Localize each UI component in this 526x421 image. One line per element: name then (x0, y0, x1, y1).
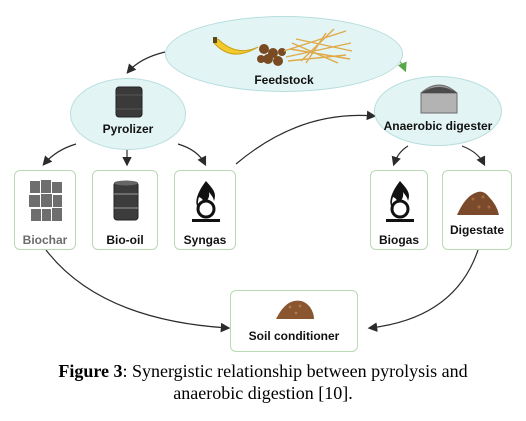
bio-oil-card: Bio-oil (92, 170, 158, 250)
caption-figure-label: Figure 3 (58, 361, 123, 381)
soil-pile-icon (457, 191, 499, 215)
arrow-digestate-to-soil-conditioner (367, 249, 479, 332)
flame-hazard-icon (192, 181, 220, 222)
feedstock-node: Feedstock (165, 16, 403, 92)
pyrolizer-node: Pyrolizer (70, 78, 186, 150)
bio-oil-label: Bio-oil (106, 233, 144, 247)
biochar-label: Biochar (22, 233, 68, 247)
figure-caption: Figure 3: Synergistic relationship betwe… (0, 360, 526, 404)
biogas-card: Biogas (370, 170, 428, 250)
arrow-biochar-to-soil-conditioner (45, 249, 231, 333)
soil-pile-icon (276, 300, 314, 319)
feedstock-label: Feedstock (254, 73, 314, 87)
syngas-card: Syngas (174, 170, 236, 250)
digestate-card: Digestate (442, 170, 512, 250)
oil-barrel-icon (113, 180, 139, 221)
soil-conditioner-label: Soil conditioner (248, 329, 340, 343)
caption-line-1: Figure 3: Synergistic relationship betwe… (0, 360, 526, 382)
arrow-syngas-to-digester (235, 110, 377, 165)
pyrolizer-icon (115, 86, 143, 118)
anaerobic-digester-label: Anaerobic digester (383, 119, 493, 133)
caption-line-2: anaerobic digestion [10]. (173, 383, 353, 403)
pyrolizer-label: Pyrolizer (102, 122, 154, 136)
caption-text: : Synergistic relationship between pyrol… (122, 361, 468, 381)
biochar-icon (29, 180, 62, 221)
arrow-pyrolizer-to-biochar (42, 143, 77, 166)
feedstock-icon (213, 28, 353, 66)
arrow-pyrolizer-to-syngas (177, 143, 207, 167)
biogas-label: Biogas (378, 233, 419, 247)
digestate-label: Digestate (449, 223, 505, 237)
anaerobic-digester-node: Anaerobic digester (374, 76, 502, 146)
soil-conditioner-card: Soil conditioner (230, 290, 358, 352)
arrow-feedstock-to-pyrolizer (126, 51, 166, 74)
syngas-label: Syngas (183, 233, 227, 247)
flame-hazard-icon (386, 181, 414, 222)
biochar-card: Biochar (14, 170, 76, 250)
arrow-digester-to-digestate (461, 145, 486, 167)
arrow-digester-to-biogas (391, 145, 409, 167)
digester-tank-icon (420, 84, 458, 114)
